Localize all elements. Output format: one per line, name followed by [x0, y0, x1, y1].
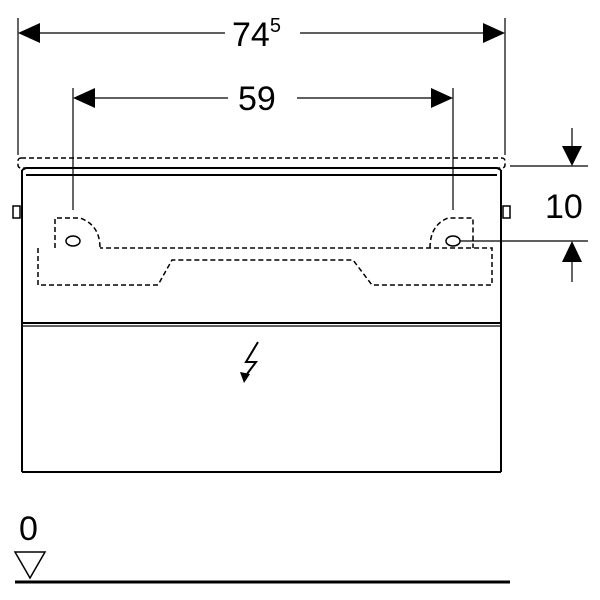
floor-level-label: 0	[19, 510, 38, 548]
left-mount-dashed	[54, 217, 101, 249]
overall-width-dimension: 745	[17, 15, 506, 155]
left-mounting-hole	[65, 235, 81, 247]
electrical-lightning-icon	[240, 341, 259, 383]
arrowhead-right	[483, 23, 505, 43]
countertop-outline	[17, 157, 506, 169]
right-hinge-clip	[502, 205, 511, 219]
right-mounting-hole	[445, 235, 461, 247]
hole-spacing-label: 59	[238, 80, 276, 118]
wall-bracket-outline	[37, 217, 493, 286]
hole-spacing-dimension: 59	[72, 80, 454, 210]
overall-width-label: 745	[232, 15, 281, 54]
arrowhead-left	[18, 23, 40, 43]
top-offset-dimension: 10	[460, 128, 588, 282]
cabinet-body	[12, 167, 511, 473]
top-offset-label: 10	[545, 188, 583, 226]
arrowhead-down	[562, 146, 582, 166]
cabinet-top-edge	[21, 167, 502, 171]
arrowhead-left	[73, 88, 95, 108]
arrowhead-right	[431, 88, 453, 108]
left-hinge-clip	[12, 205, 21, 219]
arrowhead-up	[562, 241, 582, 262]
level-triangle-icon	[13, 551, 47, 580]
floor-level-marker: 0	[13, 510, 510, 584]
countertop-dashed-outline	[17, 157, 506, 169]
bracket-dashed-outline	[37, 247, 493, 286]
right-mount-dashed	[429, 217, 474, 249]
